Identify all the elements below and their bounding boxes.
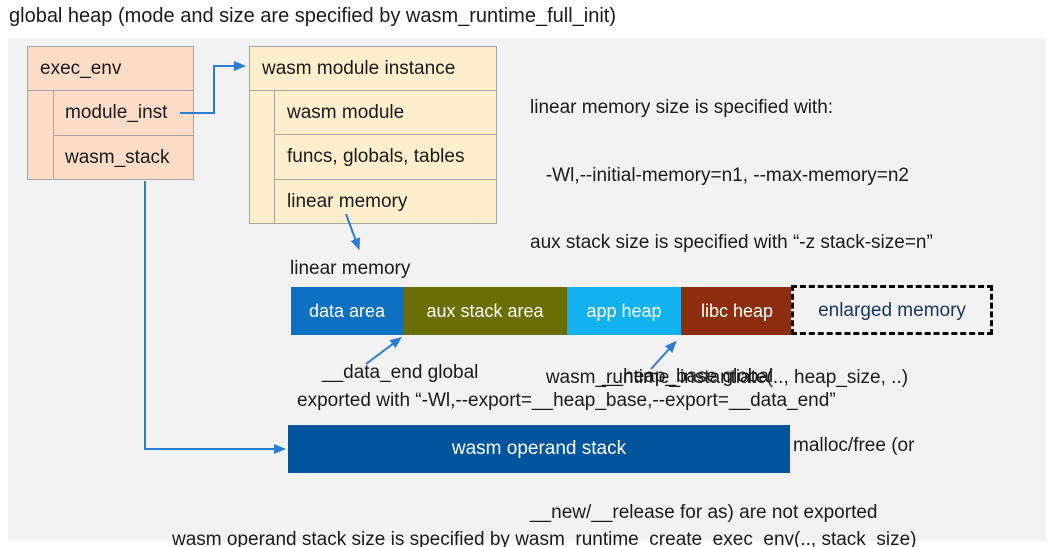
segment-aux-stack-area: aux stack area: [403, 287, 567, 335]
wasm-operand-stack-bar: wasm operand stack: [288, 425, 790, 473]
segment-app-heap: app heap: [567, 287, 681, 335]
heap-base-global-label: __heap_base global: [602, 366, 774, 387]
exec-env-title: exec_env: [28, 47, 193, 91]
funcs-globals-tables-box: funcs, globals, tables: [274, 134, 497, 180]
linear-memory-label: linear memory: [290, 258, 411, 279]
wasm-stack-box: wasm_stack: [53, 135, 194, 180]
data-end-global-label: __data_end global: [322, 362, 479, 383]
diagram-title: global heap (mode and size are specified…: [9, 5, 616, 27]
note-line: -Wl,--initial-memory=n1, --max-memory=n2: [530, 164, 909, 186]
note-line: wasm operand stack size is specified by …: [172, 529, 917, 547]
note-line: __new/__release for as) are not exported: [530, 502, 878, 523]
module-inst-box: module_inst: [53, 90, 194, 136]
note-line: linear memory size is specified with:: [530, 97, 834, 118]
segment-enlarged-memory: enlarged memory: [791, 285, 993, 335]
segment-data-area: data area: [291, 287, 403, 335]
linear-memory-box: linear memory: [274, 179, 497, 224]
segment-libc-heap: libc heap: [681, 287, 793, 335]
exported-flags-label: exported with “-Wl,--export=__heap_base,…: [297, 390, 836, 411]
wasm-module-instance-title: wasm module instance: [250, 47, 496, 91]
note-line: aux stack size is specified with “-z sta…: [530, 232, 933, 253]
operand-stack-notes: wasm operand stack size is specified by …: [172, 479, 917, 547]
wasm-module-box: wasm module: [274, 90, 497, 135]
note-line: wasm_runtime_instantiate(.., heap_size, …: [530, 367, 909, 388]
